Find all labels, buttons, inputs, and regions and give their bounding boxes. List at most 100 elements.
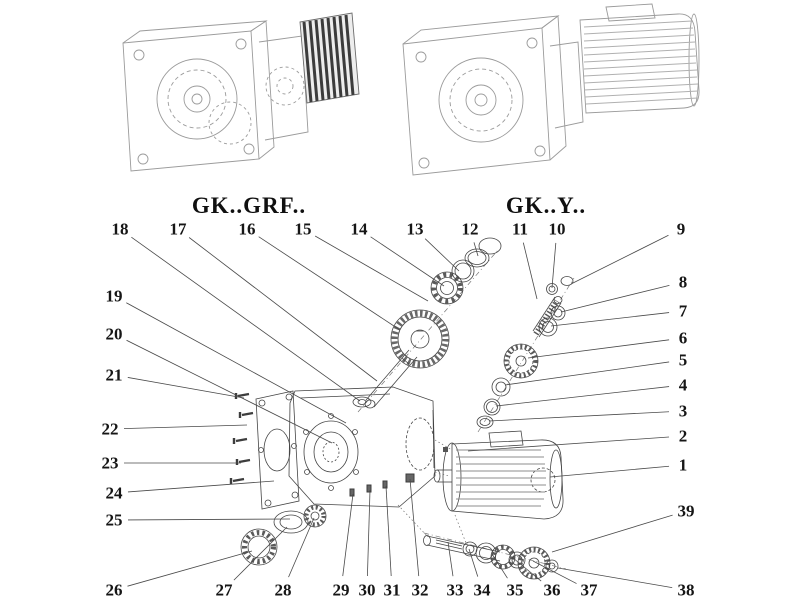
overview-drawing-gk-y — [402, 3, 700, 176]
callout-22: 22 — [101, 419, 119, 439]
leader-line-31 — [385, 485, 392, 577]
bevel-gear — [503, 343, 539, 379]
callout-31: 31 — [383, 580, 401, 600]
callout-35: 35 — [506, 580, 524, 600]
input-helical-gear — [390, 309, 450, 369]
callout-7: 7 — [678, 301, 688, 321]
pinion-bearing-small — [550, 305, 566, 321]
fan-cover-fins — [302, 14, 355, 103]
callout-26: 26 — [105, 580, 123, 600]
leader-line-6 — [527, 339, 670, 359]
callout-14: 14 — [350, 219, 368, 239]
leader-line-18 — [131, 236, 361, 402]
leader-line-13 — [424, 238, 460, 272]
callout-32: 32 — [411, 580, 429, 600]
callout-28: 28 — [274, 580, 292, 600]
leader-line-29 — [342, 493, 354, 577]
leader-line-14 — [370, 236, 445, 287]
callout-15: 15 — [294, 219, 312, 239]
callout-30: 30 — [358, 580, 376, 600]
callout-23: 23 — [101, 453, 119, 473]
leader-line-38 — [557, 567, 673, 589]
variant-label-gk-y: GK..Y.. — [505, 193, 587, 218]
callout-4: 4 — [678, 375, 688, 395]
callout-9: 9 — [676, 219, 686, 239]
lock-ring — [483, 398, 501, 416]
callout-34: 34 — [473, 580, 491, 600]
pinion-bearing-large — [538, 317, 558, 337]
callout-1: 1 — [678, 455, 688, 475]
callout-8: 8 — [678, 272, 688, 292]
variant-label-gk-grf: GK..GRF.. — [191, 193, 307, 218]
input-shaft — [364, 349, 418, 409]
assembly-axes — [357, 249, 575, 570]
leader-line-22 — [123, 424, 248, 429]
callout-29: 29 — [332, 580, 350, 600]
callout-12: 12 — [461, 219, 479, 239]
leader-line-7 — [550, 312, 670, 327]
leader-line-1 — [549, 465, 670, 478]
leader-line-8 — [560, 284, 670, 313]
leader-line-27 — [233, 526, 288, 581]
leader-line-20 — [126, 339, 333, 444]
callout-20: 20 — [105, 324, 123, 344]
leader-line-35 — [491, 553, 508, 579]
input-bearing — [430, 271, 464, 305]
leader-line-32 — [409, 478, 420, 577]
callout-33: 33 — [446, 580, 464, 600]
callout-37: 37 — [580, 580, 598, 600]
leader-line-33 — [447, 541, 454, 577]
seal-rings — [464, 237, 502, 268]
callout-6: 6 — [678, 328, 688, 348]
leader-line-16 — [258, 236, 401, 331]
retaining-ring — [451, 259, 475, 283]
leader-line-9 — [570, 234, 669, 285]
motor-overview — [579, 3, 700, 114]
leader-line-4 — [495, 386, 670, 407]
cover-gasket — [273, 510, 309, 534]
leader-line-2 — [467, 436, 670, 452]
callout-24: 24 — [105, 483, 123, 503]
leader-lines — [123, 234, 673, 589]
alignment-lines — [397, 439, 467, 544]
leader-line-25 — [127, 518, 291, 521]
motor — [433, 430, 564, 520]
callout-5: 5 — [678, 350, 688, 370]
leader-line-17 — [188, 237, 378, 382]
leader-line-37 — [532, 560, 577, 584]
callout-38: 38 — [677, 580, 695, 600]
gearbox-housing — [288, 386, 436, 508]
leader-line-19 — [126, 302, 347, 424]
output-shaft-assembly — [423, 535, 559, 580]
leader-line-26 — [127, 550, 253, 587]
leader-line-34 — [468, 548, 479, 577]
leader-line-10 — [551, 242, 557, 289]
joint-fasteners — [349, 473, 415, 497]
overview-drawing-gk-grf — [122, 12, 360, 172]
callout-27: 27 — [215, 580, 233, 600]
flange-plate — [255, 390, 300, 510]
callout-18: 18 — [111, 219, 129, 239]
leader-line-12 — [473, 242, 479, 257]
callout-11: 11 — [511, 219, 529, 239]
callout-16: 16 — [238, 219, 256, 239]
callout-21: 21 — [105, 365, 123, 385]
callout-2: 2 — [678, 426, 688, 446]
callout-39: 39 — [677, 501, 695, 521]
leader-line-24 — [127, 480, 275, 493]
flange-bolts — [229, 392, 254, 484]
callout-10: 10 — [548, 219, 566, 239]
callout-13: 13 — [406, 219, 424, 239]
leader-line-39 — [551, 514, 673, 553]
roller-ring — [240, 528, 278, 566]
callout-25: 25 — [105, 510, 123, 530]
callout-36: 36 — [543, 580, 561, 600]
pinion-end-cap — [560, 276, 574, 286]
leader-line-21 — [127, 377, 245, 399]
callout-19: 19 — [105, 286, 123, 306]
washer — [491, 377, 511, 397]
leader-line-11 — [522, 242, 538, 300]
leader-line-15 — [314, 235, 429, 302]
